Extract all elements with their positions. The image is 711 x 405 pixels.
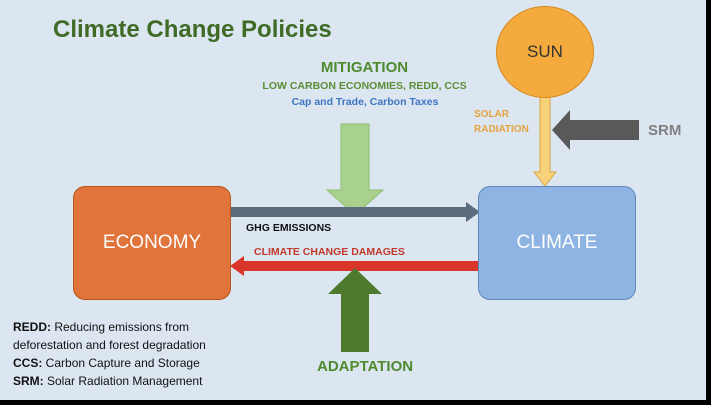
climate-damages-label: CLIMATE CHANGE DAMAGES <box>254 246 405 258</box>
legend-line: SRM: Solar Radiation Management <box>13 372 206 390</box>
legend-line: CCS: Carbon Capture and Storage <box>13 354 206 372</box>
solar-radiation-arrow <box>532 95 558 187</box>
climate-damages-arrow <box>230 256 478 276</box>
legend-text: Carbon Capture and Storage <box>42 356 200 370</box>
economy-box: ECONOMY <box>73 186 231 300</box>
legend-text: Solar Radiation Management <box>43 374 203 388</box>
economy-label: ECONOMY <box>102 232 202 253</box>
legend: REDD: Reducing emissions from deforestat… <box>13 318 206 390</box>
legend-abbr: CCS: <box>13 356 43 370</box>
sun-label: SUN <box>527 42 563 61</box>
mitigation-line1: LOW CARBON ECONOMIES, REDD, CCS <box>262 80 467 92</box>
solar-label-line1: SOLAR <box>474 109 509 120</box>
climate-label: CLIMATE <box>516 232 598 253</box>
srm-label: SRM <box>648 122 682 139</box>
legend-text: deforestation and forest degradation <box>13 338 206 352</box>
mitigation-line2: Cap and Trade, Carbon Taxes <box>291 96 439 108</box>
legend-abbr: SRM: <box>13 374 44 388</box>
ghg-emissions-label: GHG EMISSIONS <box>246 222 332 234</box>
climate-box: CLIMATE <box>478 186 636 300</box>
solar-label-line2: RADIATION <box>474 124 529 135</box>
adaptation-label: ADAPTATION <box>317 358 414 375</box>
page-title: Climate Change Policies <box>53 16 332 43</box>
srm-arrow <box>552 110 639 150</box>
legend-abbr: REDD: <box>13 320 51 334</box>
legend-text: Reducing emissions from <box>51 320 190 334</box>
sun-circle: SUN <box>496 6 594 98</box>
mitigation-arrow <box>325 123 385 216</box>
adaptation-arrow <box>328 268 382 352</box>
ghg-emissions-arrow <box>230 202 480 222</box>
legend-line: REDD: Reducing emissions from <box>13 318 206 336</box>
legend-line: deforestation and forest degradation <box>13 336 206 354</box>
mitigation-title: MITIGATION <box>320 59 409 76</box>
